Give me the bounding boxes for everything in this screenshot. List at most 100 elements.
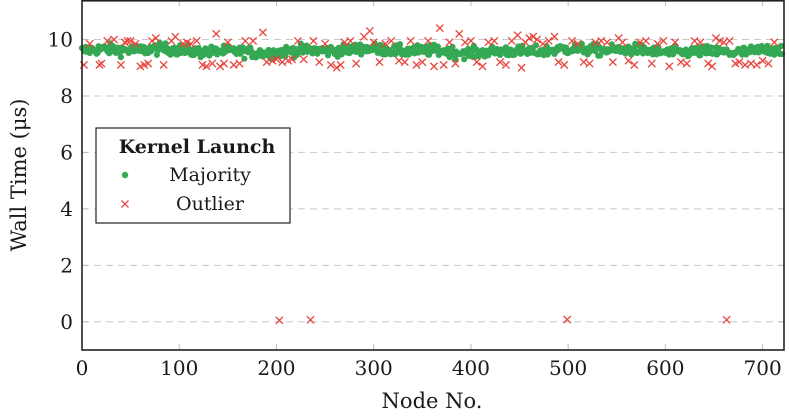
outlier-point xyxy=(659,36,668,45)
outlier-point xyxy=(484,38,493,47)
outlier-point xyxy=(579,58,588,67)
outlier-point xyxy=(764,59,773,68)
outlier-point xyxy=(490,36,499,45)
legend-outlier-label: Outlier xyxy=(176,193,245,215)
outlier-point xyxy=(550,32,559,41)
outlier-point xyxy=(418,58,427,67)
outlier-point xyxy=(466,36,475,45)
outlier-point xyxy=(85,39,94,48)
outlier-point xyxy=(321,39,330,48)
outlier-point xyxy=(461,38,470,47)
outlier-point xyxy=(630,60,639,69)
outlier-point xyxy=(671,38,680,47)
outlier-point xyxy=(309,36,318,45)
outlier-point xyxy=(116,60,125,69)
majority-point xyxy=(707,44,715,51)
outlier-point xyxy=(602,38,612,47)
outlier-point xyxy=(315,58,324,67)
x-tick-label: 500 xyxy=(549,356,587,380)
x-tick-label: 600 xyxy=(646,356,684,380)
majority-point xyxy=(352,41,359,48)
majority-point xyxy=(777,42,785,49)
outlier-point xyxy=(741,60,750,69)
outlier-point xyxy=(544,36,553,45)
y-tick-label: 0 xyxy=(60,310,73,334)
x-tick-label: 400 xyxy=(452,356,490,380)
outlier-point xyxy=(472,58,481,67)
outlier-point xyxy=(229,60,238,69)
outlier-point xyxy=(618,38,627,47)
outlier-point xyxy=(278,58,287,67)
outlier-point xyxy=(567,36,577,45)
majority-point xyxy=(461,56,468,63)
outlier-point xyxy=(735,58,744,67)
outlier-point xyxy=(690,36,699,45)
outlier-point xyxy=(369,38,378,47)
majority-point xyxy=(449,43,456,50)
outlier-point xyxy=(501,60,510,69)
legend-title: Kernel Launch xyxy=(119,136,276,158)
outlier-point xyxy=(563,315,572,324)
outlier-point xyxy=(682,59,691,68)
outlier-point xyxy=(365,26,374,36)
outlier-point xyxy=(272,55,281,64)
outlier-point xyxy=(455,29,464,38)
majority-point xyxy=(764,42,771,49)
outlier-point xyxy=(722,315,731,324)
majority-point xyxy=(452,55,459,63)
outlier-point xyxy=(192,36,201,45)
majority-point xyxy=(532,42,540,49)
outlier-point xyxy=(725,36,734,45)
outlier-point xyxy=(591,38,600,47)
outlier-point xyxy=(585,59,594,68)
outlier-point xyxy=(676,58,685,67)
outlier-point xyxy=(223,38,232,47)
outlier-point xyxy=(451,59,460,68)
outlier-point xyxy=(478,62,487,71)
outlier-point xyxy=(346,36,355,45)
outlier-point xyxy=(306,315,315,324)
outlier-point xyxy=(216,62,225,71)
outlier-point xyxy=(235,59,244,68)
outlier-point xyxy=(412,60,421,69)
outlier-point xyxy=(336,60,345,69)
outlier-point xyxy=(445,38,454,47)
legend-outlier-x-icon xyxy=(121,200,129,208)
outlier-point xyxy=(513,31,522,40)
y-tick-label: 10 xyxy=(48,28,73,52)
outlier-point xyxy=(241,36,250,45)
y-tick-label: 8 xyxy=(60,84,73,108)
outlier-point xyxy=(151,34,160,43)
outlier-point xyxy=(381,39,390,48)
outlier-point xyxy=(758,56,767,65)
outlier-point xyxy=(123,36,132,45)
y-axis-title: Wall Time (μs) xyxy=(7,99,31,252)
outlier-point xyxy=(641,36,650,45)
outlier-point xyxy=(608,58,617,67)
legend-majority-label: Majority xyxy=(169,164,251,186)
majority-point xyxy=(434,43,441,50)
outlier-point xyxy=(538,39,547,48)
x-tick-label: 700 xyxy=(744,356,782,380)
outlier-point xyxy=(719,38,728,47)
outlier-point xyxy=(517,63,526,72)
outlier-point xyxy=(636,38,645,47)
outlier-point xyxy=(554,58,563,67)
y-tick-label: 4 xyxy=(60,197,73,221)
outlier-point xyxy=(496,58,505,67)
grid-lines xyxy=(82,39,784,323)
outlier-point xyxy=(340,38,349,47)
outlier-point xyxy=(429,62,439,71)
outlier-point xyxy=(326,60,335,69)
legend: Kernel Launch Majority Outlier xyxy=(95,127,291,224)
outlier-series xyxy=(79,24,779,325)
outlier-point xyxy=(262,58,271,67)
outlier-point xyxy=(529,32,538,41)
outlier-point xyxy=(126,36,135,45)
majority-point xyxy=(117,54,124,61)
outlier-point xyxy=(624,56,633,65)
outlier-point xyxy=(299,55,308,64)
outlier-point xyxy=(439,60,448,69)
outlier-point xyxy=(287,55,297,64)
